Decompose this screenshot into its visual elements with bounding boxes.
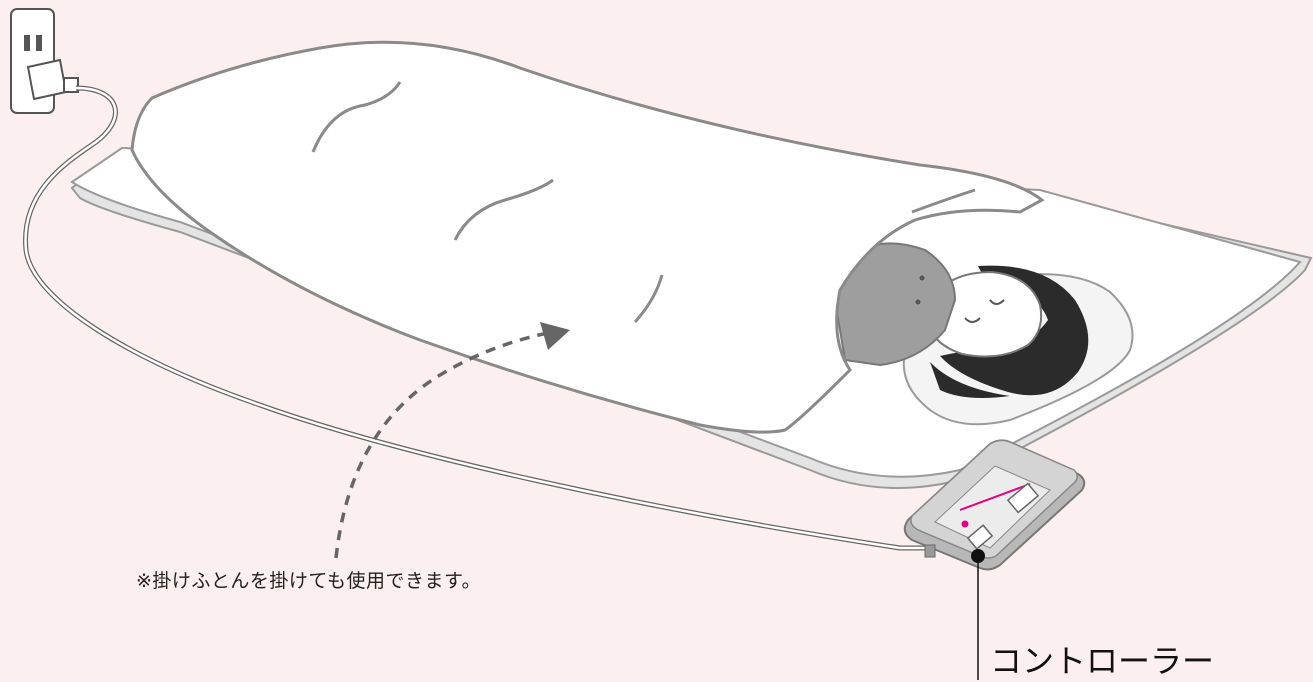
power-cord [23, 85, 928, 551]
comforter-note: ※掛けふとんを掛けても使用できます。 [136, 570, 482, 592]
controller-label: コントローラー [990, 642, 1215, 680]
sleeper-face [926, 270, 1043, 358]
comforter [130, 40, 1045, 434]
power-plug-icon [26, 58, 79, 101]
wall-outlet-icon [10, 8, 55, 114]
sleeper-hair [930, 265, 1089, 398]
dashed-arrow-icon [334, 322, 570, 559]
controller-leader-line [971, 549, 985, 680]
controller-device [903, 439, 1086, 571]
